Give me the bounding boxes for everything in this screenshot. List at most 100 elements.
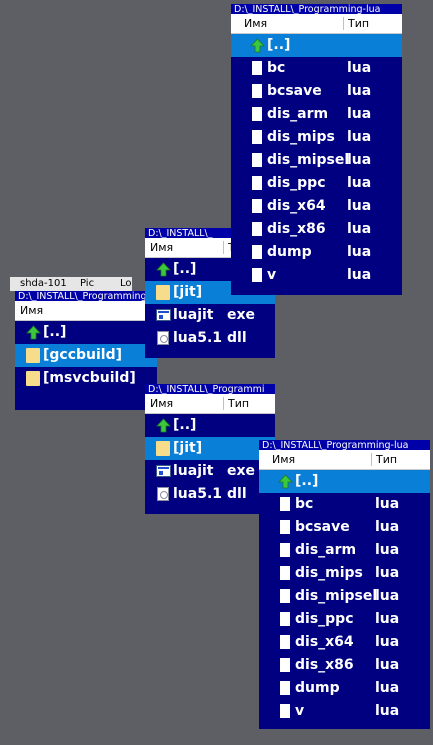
- file-name: lua5.1: [173, 486, 223, 502]
- file-type: lua: [375, 703, 400, 719]
- file-row[interactable]: dis_x86 lua: [231, 218, 402, 241]
- file-type: lua: [347, 83, 372, 99]
- file-row[interactable]: [..]: [231, 34, 402, 57]
- column-separator[interactable]: [343, 17, 344, 30]
- column-separator[interactable]: [371, 453, 372, 466]
- file-name: luajit: [173, 463, 214, 479]
- panel-path: D:\_INSTALL\_Programming: [15, 291, 157, 301]
- file-name: dis_x64: [295, 634, 354, 650]
- column-separator[interactable]: [223, 397, 224, 410]
- file-name: [msvcbuild]: [43, 370, 136, 386]
- column-type[interactable]: Тип: [228, 397, 250, 410]
- file-icon: [280, 543, 290, 557]
- file-panel-a: D:\_INSTALL\_Programming-lua Имя Тип [..…: [231, 4, 402, 295]
- file-name: [..]: [43, 324, 67, 340]
- column-type[interactable]: Тип: [348, 17, 370, 30]
- file-type: lua: [375, 565, 400, 581]
- file-name: dis_ppc: [295, 611, 354, 627]
- file-type: lua: [375, 657, 400, 673]
- file-type: lua: [375, 634, 400, 650]
- file-type: dll: [227, 486, 247, 502]
- file-icon: [252, 245, 262, 259]
- file-row[interactable]: [gccbuild]: [15, 344, 157, 367]
- column-separator[interactable]: [223, 241, 224, 254]
- up-arrow-icon: [278, 474, 293, 489]
- file-name: dis_mips: [295, 565, 363, 581]
- file-name: [..]: [173, 417, 197, 433]
- file-row[interactable]: dis_x64 lua: [259, 631, 430, 654]
- file-name: [..]: [267, 37, 291, 53]
- file-name: [gccbuild]: [43, 347, 123, 363]
- file-row[interactable]: [jit]: [145, 437, 275, 460]
- file-name: dis_ppc: [267, 175, 326, 191]
- folder-icon: [26, 371, 40, 386]
- file-icon: [280, 612, 290, 626]
- file-icon: [252, 130, 262, 144]
- file-icon: [252, 268, 262, 282]
- file-type: dll: [227, 330, 247, 346]
- column-name[interactable]: Имя: [20, 304, 44, 317]
- file-name: dis_x86: [295, 657, 354, 673]
- tab-lo[interactable]: Lo: [120, 278, 132, 289]
- dll-icon: [157, 331, 169, 345]
- file-name: [..]: [173, 261, 197, 277]
- file-list: [..] [gccbuild] [msvcbuild]: [15, 321, 157, 390]
- file-name: [jit]: [173, 440, 203, 456]
- file-type: lua: [347, 221, 372, 237]
- file-name: [jit]: [173, 284, 203, 300]
- file-type: lua: [375, 519, 400, 535]
- file-name: v: [267, 267, 277, 283]
- file-icon: [252, 61, 262, 75]
- file-row[interactable]: dis_mips lua: [259, 562, 430, 585]
- file-row[interactable]: [msvcbuild]: [15, 367, 157, 390]
- file-name: bc: [295, 496, 314, 512]
- file-icon: [280, 658, 290, 672]
- file-icon: [252, 153, 262, 167]
- file-name: dis_mipsel: [295, 588, 378, 604]
- file-row[interactable]: [..]: [145, 258, 275, 281]
- column-header: Имя: [15, 301, 157, 321]
- column-name[interactable]: Имя: [150, 241, 174, 254]
- file-type: lua: [347, 198, 372, 214]
- tab-strip: shda-101 Pic Lo: [10, 277, 132, 291]
- column-type[interactable]: Тип: [376, 453, 398, 466]
- file-type: lua: [375, 588, 400, 604]
- file-row[interactable]: [..]: [259, 470, 430, 493]
- panel-path: D:\_INSTALL\_Programming-lua: [231, 4, 402, 14]
- column-name[interactable]: Имя: [244, 17, 268, 30]
- file-name: lua5.1: [173, 330, 223, 346]
- file-icon: [280, 635, 290, 649]
- file-row[interactable]: [..]: [145, 414, 275, 437]
- column-name[interactable]: Имя: [272, 453, 296, 466]
- tab-shda[interactable]: shda-101: [20, 278, 67, 289]
- column-name[interactable]: Имя: [150, 397, 174, 410]
- file-row[interactable]: dis_x86 lua: [259, 654, 430, 677]
- file-row[interactable]: [..]: [15, 321, 157, 344]
- column-header: Имя Тип: [145, 394, 275, 414]
- file-name: dis_x86: [267, 221, 326, 237]
- tab-pic[interactable]: Pic: [80, 278, 95, 289]
- up-arrow-icon: [250, 38, 265, 53]
